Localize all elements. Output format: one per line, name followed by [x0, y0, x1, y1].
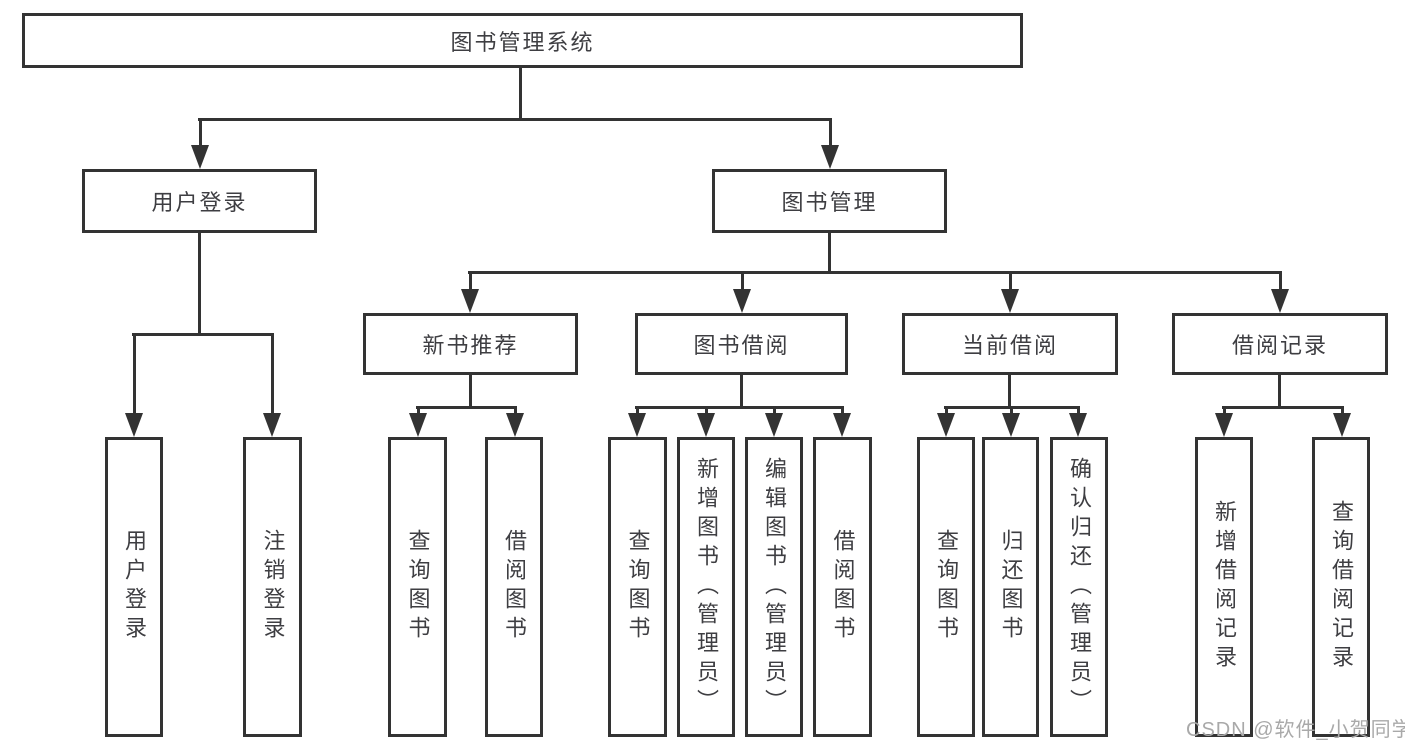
- arrow-down-icon: [1001, 271, 1019, 313]
- csdn-watermark: CSDN @软件_小贺同学: [1186, 719, 1405, 741]
- leaf-cu-confirm-label: 确认归还（管理员）: [1067, 456, 1092, 718]
- leaf-rc-add-label: 新增借阅记录: [1212, 500, 1237, 674]
- leaf-bw-borrow: 借阅图书: [813, 437, 872, 737]
- arrow-down-icon: [821, 118, 839, 169]
- node-records: 借阅记录: [1172, 313, 1388, 375]
- leaf-bw-edit-label: 编辑图书（管理员）: [762, 456, 787, 718]
- leaf-cu-query: 查询图书: [917, 437, 975, 737]
- node-current-label: 当前借阅: [961, 333, 1058, 358]
- leaf-logout-label: 注销登录: [260, 529, 286, 645]
- leaf-bw-add: 新增图书（管理员）: [677, 437, 735, 737]
- leaf-nb-query-label: 查询图书: [405, 529, 431, 645]
- node-borrow-label: 图书借阅: [693, 333, 790, 358]
- connector-root-spread: [198, 118, 832, 121]
- connector-user-login-spread: [132, 333, 274, 336]
- node-user-login-label: 用户登录: [151, 190, 248, 215]
- arrow-down-icon: [1215, 406, 1233, 437]
- node-root: 图书管理系统: [22, 13, 1023, 68]
- arrow-down-icon: [765, 406, 783, 437]
- node-book-mgmt: 图书管理: [712, 169, 947, 233]
- connector-borrow-spread: [635, 406, 844, 409]
- connector-book-mgmt-spread: [468, 271, 1282, 274]
- arrow-down-icon: [461, 271, 479, 313]
- arrow-down-icon: [1002, 406, 1020, 437]
- leaf-bw-borrow-label: 借阅图书: [830, 529, 856, 645]
- connector-records-spread: [1222, 406, 1344, 409]
- arrow-down-icon: [506, 406, 524, 437]
- node-new-book: 新书推荐: [363, 313, 578, 375]
- arrow-down-icon: [409, 406, 427, 437]
- connector-new-book-drop: [469, 375, 472, 409]
- arrow-down-icon: [1069, 406, 1087, 437]
- arrow-down-icon: [628, 406, 646, 437]
- leaf-bw-edit: 编辑图书（管理员）: [745, 437, 803, 737]
- node-new-book-label: 新书推荐: [422, 333, 519, 358]
- leaf-rc-query-label: 查询借阅记录: [1329, 500, 1354, 674]
- connector-borrow-drop: [740, 375, 743, 409]
- node-book-mgmt-label: 图书管理: [781, 190, 878, 215]
- leaf-cu-confirm: 确认归还（管理员）: [1050, 437, 1108, 737]
- leaf-cu-query-label: 查询图书: [934, 529, 959, 645]
- leaf-bw-add-label: 新增图书（管理员）: [694, 456, 719, 718]
- leaf-nb-query: 查询图书: [388, 437, 447, 737]
- leaf-nb-borrow-label: 借阅图书: [502, 529, 527, 645]
- connector-current-drop: [1008, 375, 1011, 409]
- leaf-cu-return: 归还图书: [982, 437, 1039, 737]
- arrow-down-icon: [733, 271, 751, 313]
- connector-user-login-drop: [198, 233, 201, 336]
- node-root-label: 图书管理系统: [450, 29, 595, 55]
- leaf-user-login: 用户登录: [105, 437, 163, 737]
- arrow-down-icon: [697, 406, 715, 437]
- leaf-logout: 注销登录: [243, 437, 302, 737]
- leaf-cu-return-label: 归还图书: [998, 529, 1024, 645]
- leaf-user-login-label: 用户登录: [122, 529, 147, 645]
- connector-records-drop: [1278, 375, 1281, 409]
- connector-root-drop: [519, 68, 522, 120]
- leaf-rc-query: 查询借阅记录: [1312, 437, 1370, 737]
- arrow-down-icon: [263, 333, 281, 437]
- leaf-rc-add: 新增借阅记录: [1195, 437, 1253, 737]
- connector-book-mgmt-drop: [828, 233, 831, 274]
- arrow-down-icon: [125, 333, 143, 437]
- connector-new-book-spread: [416, 406, 517, 409]
- node-records-label: 借阅记录: [1231, 333, 1328, 358]
- node-borrow: 图书借阅: [635, 313, 848, 375]
- arrow-down-icon: [937, 406, 955, 437]
- node-user-login: 用户登录: [82, 169, 317, 233]
- arrow-down-icon: [1271, 271, 1289, 313]
- leaf-nb-borrow: 借阅图书: [485, 437, 543, 737]
- leaf-bw-query-label: 查询图书: [625, 529, 651, 645]
- arrow-down-icon: [191, 118, 209, 169]
- node-current: 当前借阅: [902, 313, 1118, 375]
- arrow-down-icon: [1333, 406, 1351, 437]
- arrow-down-icon: [833, 406, 851, 437]
- leaf-bw-query: 查询图书: [608, 437, 667, 737]
